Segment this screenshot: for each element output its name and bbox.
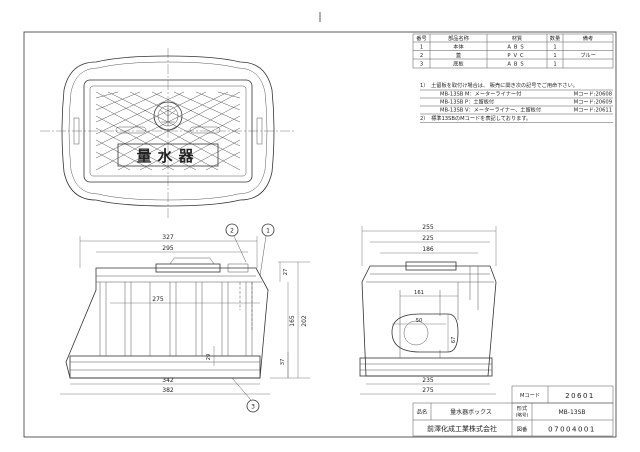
variant-m-code: Mコード:20608 [574, 91, 612, 98]
variant-v-code: Mコード:20611 [574, 107, 612, 114]
lid-label-plate [117, 143, 219, 167]
mcode-label: Mコード [520, 392, 540, 399]
parts-row-3-no: 3 [420, 61, 423, 67]
dim-275: 275 [152, 296, 164, 303]
dim-side-275: 275 [422, 387, 434, 394]
parts-row-1-name: 本体 [453, 42, 464, 50]
parts-header-no: 番号 [416, 35, 426, 42]
drawing-no-label: 図番 [517, 426, 528, 433]
parts-header-qty: 数量 [550, 34, 560, 42]
variant-p-model: MB-13SB P：土留板付 [440, 98, 494, 106]
notes-block: 1） 土留板を取付け場合は、 販売に関き次の記号でご用命下さい。 MB-13SB… [420, 81, 613, 123]
parts-row-2-material: PVC [507, 53, 526, 59]
parts-row-2-name: 蓋 [456, 51, 461, 59]
parts-header-remarks: 備考 [583, 34, 593, 42]
company-name: 前澤化成工業株式会社 [427, 424, 497, 433]
parts-table: 番号 部品名称 材質 数量 備考 1 本体 ABS 1 2 蓋 PVC 1 ブル… [412, 33, 614, 69]
drawing-no-value: 07004001 [548, 426, 596, 434]
sheet-border [23, 31, 617, 438]
title-block: Mコード 20601 品名 量水器ボックス 形式 (略号) MB-13SB 前澤… [412, 385, 614, 437]
balloon-3-label: 3 [251, 404, 255, 411]
note-2: 2） 標準13SBのMコードを表記しております。 [420, 114, 531, 122]
dim-295: 295 [162, 245, 174, 252]
plan-view: 量水器 [40, 48, 296, 220]
dim-27: 27 [283, 269, 289, 276]
note-1: 1） 土留板を取付け場合は、 販売に関き次の記号でご用命下さい。 [420, 81, 578, 89]
dim-342: 342 [162, 377, 174, 384]
emblem-icon [153, 101, 183, 131]
front-view: 327 295 275 342 382 202 165 27 37 29 2 1… [60, 223, 310, 413]
dim-161: 161 [414, 290, 424, 296]
parts-row-2-qty: 1 [553, 53, 556, 59]
balloon-2-label: 2 [230, 228, 234, 235]
parts-row-3-material: ABS [507, 61, 526, 67]
parts-row-1-qty: 1 [553, 44, 556, 50]
name-label: 品名 [417, 408, 427, 416]
name-value: 量水器ボックス [450, 408, 492, 416]
dim-327: 327 [162, 234, 174, 241]
balloon-1 [261, 223, 275, 237]
dim-37: 37 [280, 359, 286, 366]
mcode-value: 20601 [565, 392, 595, 400]
dim-202: 202 [301, 315, 308, 327]
dim-235: 235 [422, 377, 434, 384]
dim-225: 225 [422, 235, 434, 242]
balloon-3 [246, 399, 260, 413]
side-view: 255 225 186 161 50 67 235 275 [359, 224, 497, 395]
dim-50: 50 [416, 318, 423, 324]
dim-186: 186 [422, 246, 434, 253]
model-label-sub: (略号) [516, 412, 529, 419]
model-label: 形式 [517, 404, 528, 412]
variant-p-code: Mコード:20609 [574, 99, 612, 106]
dim-67: 67 [451, 337, 457, 344]
dim-29: 29 [206, 354, 212, 361]
parts-row-2-no: 2 [420, 53, 423, 59]
parts-row-2-remarks: ブルー [580, 51, 596, 59]
dim-255: 255 [422, 224, 434, 231]
lid-text: 量水器 [136, 147, 199, 165]
parts-header-material: 材質 [512, 34, 522, 42]
variant-m-model: MB-13SB M：メーターライナー付 [440, 90, 521, 98]
dim-165: 165 [289, 315, 296, 327]
parts-header-name: 部品名称 [448, 34, 469, 42]
parts-row-3-qty: 1 [553, 61, 556, 67]
dim-382: 382 [162, 387, 174, 394]
parts-row-3-name: 底板 [453, 59, 464, 67]
parts-row-1-no: 1 [420, 44, 423, 50]
balloon-1-label: 1 [266, 228, 270, 235]
balloon-2 [225, 223, 239, 237]
model-value: MB-13SB [558, 409, 585, 416]
variant-v-model: MB-13SB V：メーターライナー、土留板付 [440, 106, 541, 114]
parts-row-1-material: ABS [507, 44, 526, 50]
